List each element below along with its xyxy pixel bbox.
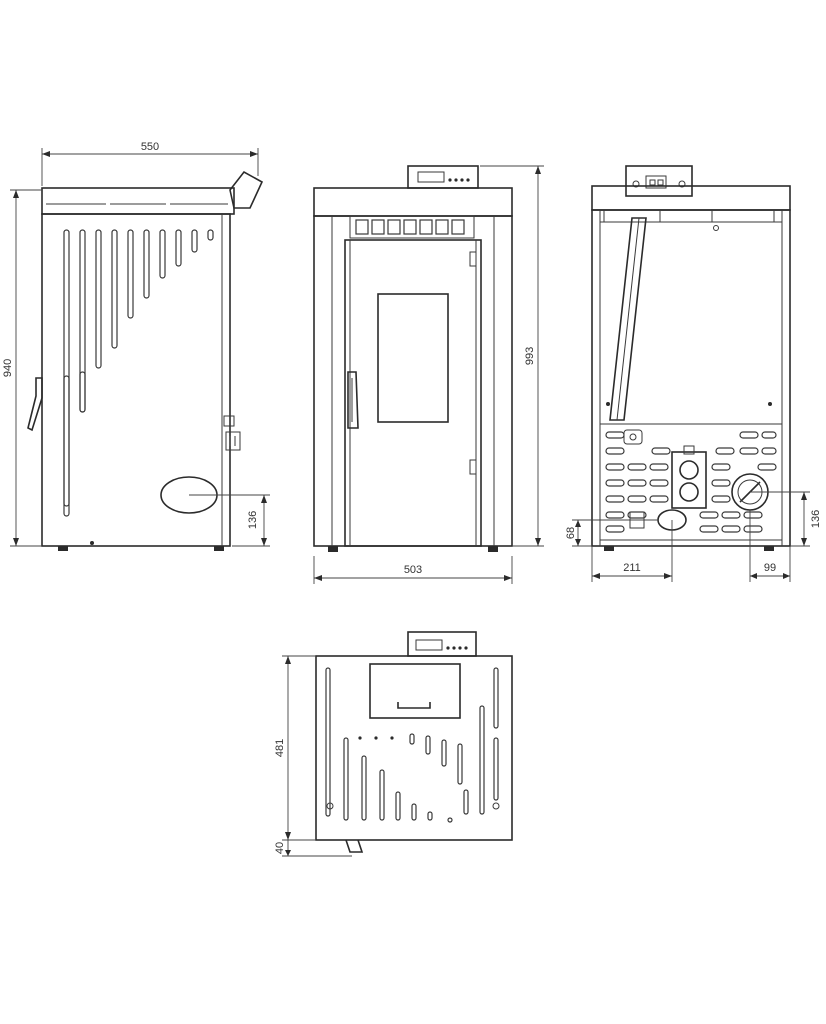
front-air-grille bbox=[349, 215, 475, 239]
dim-side-height: 940 bbox=[2, 359, 14, 377]
side-top-plate bbox=[41, 187, 235, 215]
dim-rear-left-height: 68 bbox=[565, 527, 577, 539]
top-body bbox=[315, 655, 513, 841]
rear-body bbox=[591, 209, 791, 547]
dim-front-height: 993 bbox=[524, 347, 536, 365]
dim-rear-right-height: 136 bbox=[810, 510, 822, 528]
rear-slot-array bbox=[605, 431, 777, 533]
front-door-handle bbox=[347, 371, 359, 429]
rear-view: 68 136 211 99 bbox=[565, 165, 822, 582]
dim-front-width: 503 bbox=[404, 564, 422, 576]
top-hopper-lid bbox=[369, 663, 461, 719]
top-hopper-handle bbox=[397, 702, 431, 709]
top-view: 481 40 bbox=[274, 631, 513, 857]
dim-side-outlet-height: 136 bbox=[247, 511, 259, 529]
front-view: 503 993 bbox=[313, 165, 544, 584]
front-top-plate bbox=[313, 187, 513, 217]
dim-top-depth: 481 bbox=[274, 739, 286, 757]
top-ventilation-slots bbox=[325, 667, 499, 823]
dim-top-offset: 40 bbox=[274, 842, 286, 854]
side-door-handle bbox=[27, 377, 43, 432]
rear-control-box bbox=[625, 165, 693, 197]
front-door bbox=[344, 239, 482, 547]
dim-rear-bottom-left: 211 bbox=[623, 562, 641, 574]
rear-auger-tube bbox=[609, 217, 647, 421]
front-body bbox=[313, 215, 513, 547]
dim-rear-bottom-right: 99 bbox=[764, 562, 776, 574]
rear-perforated-panel bbox=[599, 423, 783, 541]
top-outlet-stub bbox=[345, 839, 364, 853]
side-body bbox=[41, 213, 231, 547]
front-door-glass bbox=[377, 293, 449, 423]
side-view: 550 940 136 bbox=[2, 141, 270, 551]
rear-top-plate bbox=[591, 185, 791, 211]
side-ventilation-slots bbox=[63, 229, 214, 517]
rear-motor-assembly bbox=[671, 451, 707, 509]
dim-side-width: 550 bbox=[141, 141, 159, 153]
side-flue-outlet bbox=[229, 170, 264, 209]
